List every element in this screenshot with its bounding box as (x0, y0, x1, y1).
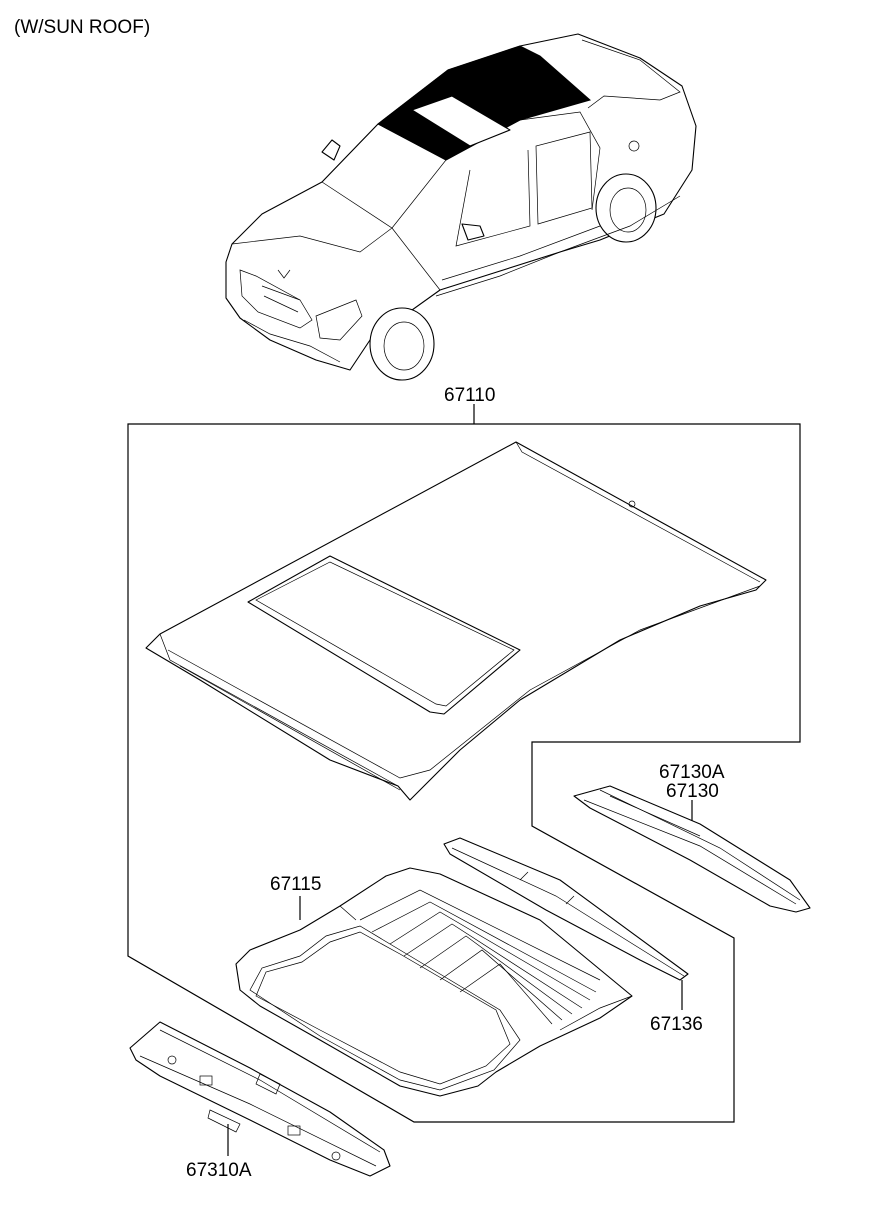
callout-67310A: 67310A (186, 1160, 252, 1181)
callout-67115: 67115 (270, 874, 321, 895)
callout-67110: 67110 (444, 385, 495, 406)
callout-67130: 67130 (666, 781, 719, 802)
sunroof-frame (235, 867, 633, 1097)
roof-panel (145, 441, 767, 801)
rear-rail (573, 785, 811, 913)
page-title: (W/SUN ROOF) (14, 17, 150, 38)
callout-67136: 67136 (650, 1014, 703, 1035)
callout-67130A: 67130A (659, 762, 725, 783)
side-rail (443, 837, 689, 981)
front-rail (129, 1021, 391, 1177)
car-illustration (225, 33, 697, 381)
